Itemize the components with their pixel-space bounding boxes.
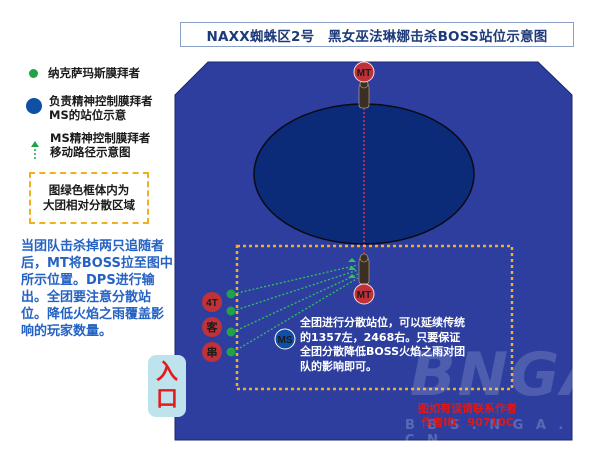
mt-top-marker: MT	[353, 61, 375, 83]
green-dot-icon	[29, 69, 38, 78]
page-title: NAXX蜘蛛区2号 黑女巫法琳娜击杀BOSS站位示意图	[180, 22, 574, 47]
credit-line2: 作者ID：90710C	[421, 416, 514, 429]
worshipper-dots	[226, 289, 236, 357]
legend-mc-position: 负责精神控制膜拜者 MS的站位示意	[26, 94, 153, 122]
ke-label: 客	[206, 320, 219, 334]
ms-label: MS	[278, 335, 293, 346]
legend-arrow-icon	[31, 141, 39, 147]
mt-top-figure	[358, 79, 370, 109]
legend-ms-line2: 移动路径示意图	[50, 145, 131, 159]
author-credit: 图如有误请联系作者 作者ID：90710C	[418, 402, 517, 430]
mt-boss-marker: MT	[353, 283, 375, 305]
boss-figure	[358, 253, 370, 285]
mt-boss-label: MT	[357, 290, 371, 301]
legend-ms-path-label: MS精神控制膜拜者 移动路径示意图	[50, 131, 150, 159]
blue-dot-icon	[26, 98, 42, 114]
tank4-marker: 4T	[202, 292, 222, 312]
dispersal-instruction: 全团进行分散站位，可以延续传统的1357左，2468右。只要保证全团分散降低BO…	[300, 316, 466, 373]
chuan-label: 串	[207, 345, 218, 359]
legend-worshipper: 纳克萨玛斯膜拜者	[29, 66, 140, 80]
credit-line1: 图如有误请联系作者	[418, 402, 517, 415]
legend-mc-line2: MS的站位示意	[49, 108, 127, 122]
tank4-label: 4T	[206, 298, 218, 309]
legend-worshipper-label: 纳克萨玛斯膜拜者	[48, 66, 140, 80]
legend-zone-line2: 大团相对分散区域	[43, 198, 135, 212]
mc-path-lines	[232, 264, 359, 353]
mt-top-label: MT	[357, 68, 371, 79]
legend-ms-path: MS精神控制膜拜者 移动路径示意图	[50, 131, 150, 159]
mc-path-arrows	[348, 258, 356, 278]
legend-mc-position-label: 负责精神控制膜拜者 MS的站位示意	[49, 94, 153, 122]
legend-ms-line1: MS精神控制膜拜者	[50, 131, 151, 145]
dispersal-zone-box	[235, 244, 514, 391]
ms-marker: MS	[274, 328, 296, 350]
watermark-sub: B B S . N G A . C N	[405, 418, 568, 448]
ke-marker: 客	[202, 317, 222, 337]
entrance-char1: 入	[155, 360, 178, 385]
entrance-label: 入 口	[148, 355, 186, 417]
strategy-description: 当团队击杀掉两只追随者后，MT将BOSS拉至图中所示位置。DPS进行输出。全团要…	[21, 239, 173, 339]
legend-mc-line1: 负责精神控制膜拜者	[49, 94, 153, 108]
chuan-marker: 串	[202, 342, 222, 362]
watermark: BNGA	[410, 340, 589, 410]
legend-zone-line1: 图绿色框体内为	[48, 183, 130, 197]
entrance-char2: 口	[155, 387, 178, 412]
legend-zone-box: 图绿色框体内为 大团相对分散区域	[29, 172, 149, 224]
